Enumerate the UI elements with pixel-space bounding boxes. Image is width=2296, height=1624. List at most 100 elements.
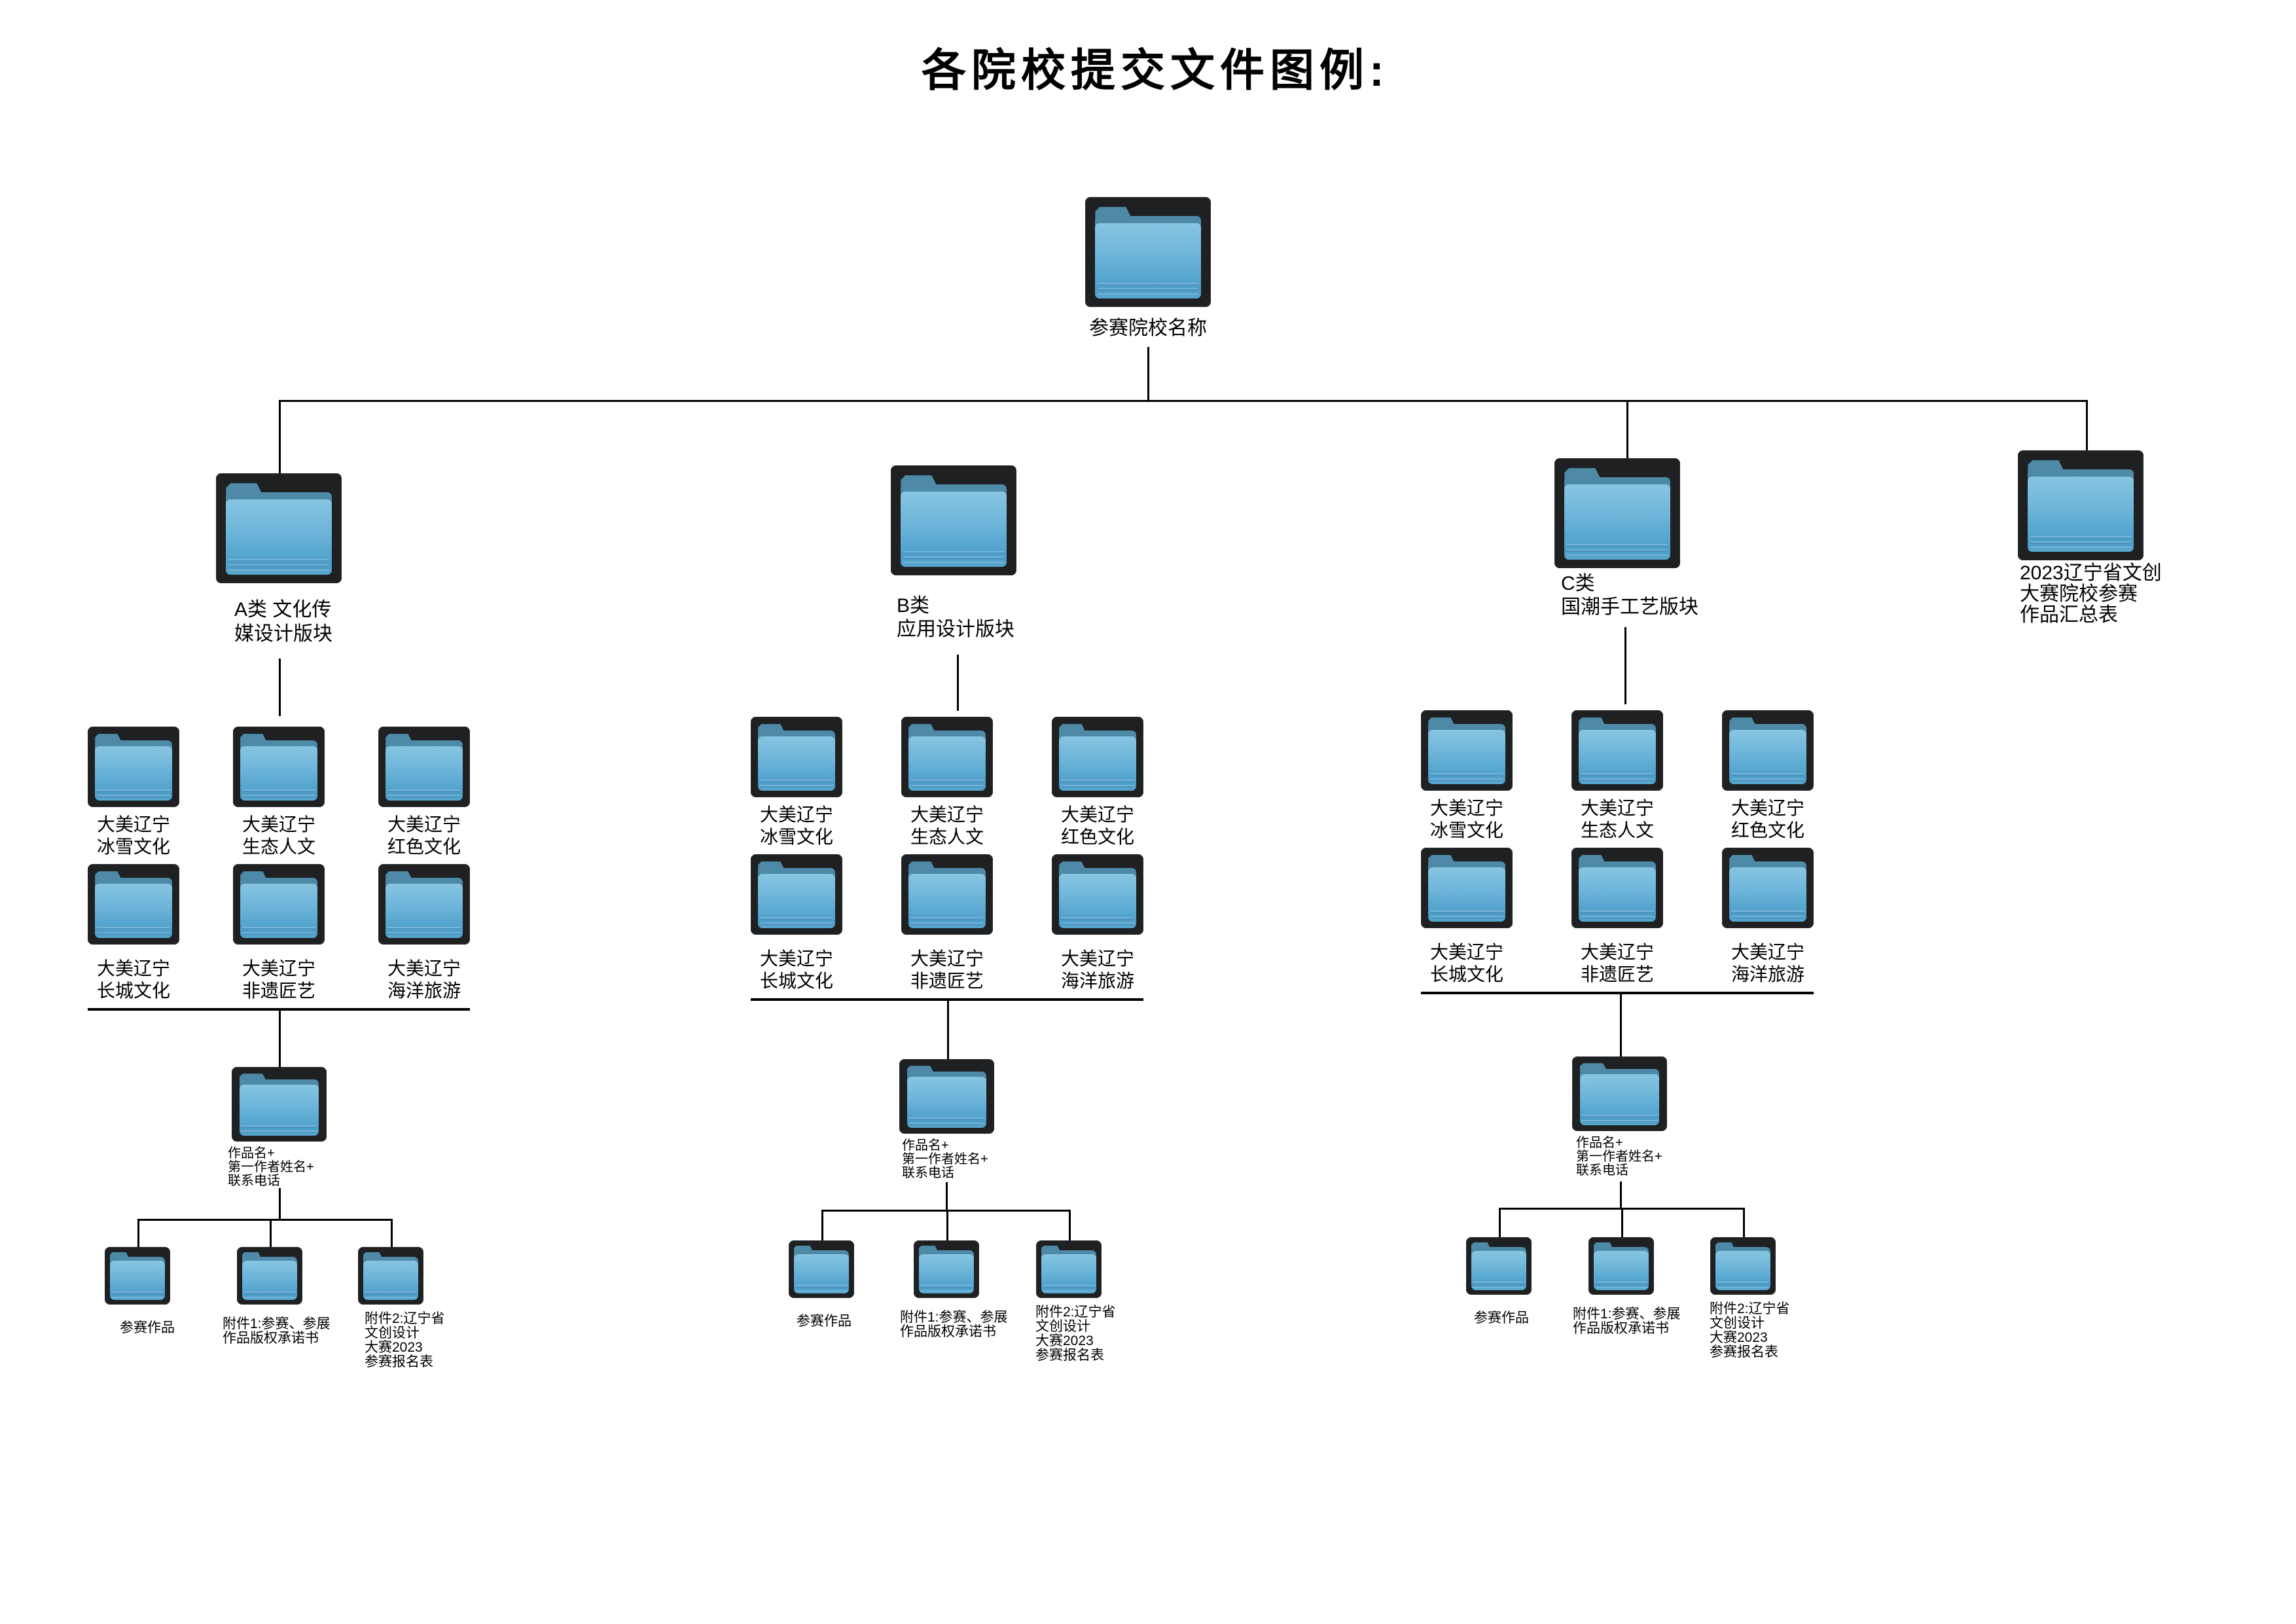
folder-icon-a-attachment1 xyxy=(237,1247,302,1305)
folder-front-shape xyxy=(242,1261,297,1300)
b-entry-label-line: 参赛作品 xyxy=(797,1314,852,1329)
page-title: 各院校提交文件图例: xyxy=(922,46,1390,96)
connector-line xyxy=(279,659,281,716)
b-attachment1-label-line: 附件1:参赛、参展 xyxy=(900,1310,1008,1325)
folder-icon-c-ice xyxy=(1421,710,1513,791)
folder-icon-category-b xyxy=(891,465,1016,575)
b-heritage-label: 大美辽宁非遗匠艺 xyxy=(910,948,984,992)
folder-front-shape xyxy=(901,492,1007,567)
folder-icon-b-entry xyxy=(789,1240,854,1298)
connector-line xyxy=(946,1182,948,1210)
c-ice-label-line: 冰雪文化 xyxy=(1429,820,1504,840)
b-work-label-line: 第一作者姓名+ xyxy=(902,1152,988,1166)
a-ocean-label-line: 海洋旅游 xyxy=(387,981,461,1001)
category-c-label-line: 国潮手工艺版块 xyxy=(1561,596,1698,618)
connector-line xyxy=(391,1219,393,1247)
connector-line xyxy=(137,1219,139,1247)
folder-front-shape xyxy=(919,1254,974,1293)
c-work-label-line: 联系电话 xyxy=(1576,1163,1628,1178)
folder-front-shape xyxy=(1594,1251,1649,1290)
folder-icon-c-greatwall xyxy=(1421,848,1513,928)
folder-icon-a-greatwall xyxy=(88,864,179,945)
c-attachment2-label-line: 文创设计 xyxy=(1710,1316,1765,1331)
b-greatwall-label-line: 大美辽宁 xyxy=(759,948,834,969)
summary-table-label-line: 作品汇总表 xyxy=(2020,604,2118,626)
c-attachment1-label-line: 作品版权承诺书 xyxy=(1573,1321,1669,1336)
category-a-label: A类 文化传媒设计版块 xyxy=(234,598,332,646)
connector-line xyxy=(2086,400,2088,450)
a-attachment2-label-line: 参赛报名表 xyxy=(365,1354,433,1369)
a-attachment1-label: 附件1:参赛、参展作品版权承诺书 xyxy=(223,1317,331,1346)
folder-front-shape xyxy=(758,736,835,791)
folder-front-shape xyxy=(906,1077,987,1128)
c-red-label-line: 红色文化 xyxy=(1731,820,1805,840)
folder-front-shape xyxy=(908,873,986,929)
folder-icon-a-work xyxy=(232,1067,327,1142)
a-entry-label-line: 参赛作品 xyxy=(120,1320,175,1335)
a-eco-label-line: 生态人文 xyxy=(242,837,316,857)
b-red-label-line: 大美辽宁 xyxy=(1060,804,1135,825)
connector-line xyxy=(1421,992,1814,994)
a-ocean-label-line: 大美辽宁 xyxy=(387,958,461,979)
folder-front-shape xyxy=(1579,729,1656,785)
connector-line xyxy=(1147,347,1149,400)
b-attachment2-label-line: 参赛报名表 xyxy=(1035,1348,1104,1363)
b-ocean-label-line: 海洋旅游 xyxy=(1060,971,1135,991)
c-eco-label-line: 生态人文 xyxy=(1580,820,1655,840)
b-attachment1-label: 附件1:参赛、参展作品版权承诺书 xyxy=(900,1310,1008,1339)
folder-front-shape xyxy=(1471,1251,1526,1290)
c-work-label: 作品名+第一作者姓名+联系电话 xyxy=(1576,1136,1662,1178)
a-attachment2-label-line: 大赛2023 xyxy=(365,1340,423,1355)
b-work-label-line: 联系电话 xyxy=(902,1166,954,1180)
connector-line xyxy=(1626,400,1628,458)
folder-front-shape xyxy=(1715,1251,1770,1290)
folder-icon-b-heritage xyxy=(901,854,993,935)
folder-front-shape xyxy=(2028,477,2134,552)
c-eco-label: 大美辽宁生态人文 xyxy=(1581,797,1654,842)
connector-line xyxy=(279,1008,281,1067)
folder-icon-b-ice xyxy=(751,717,842,797)
a-eco-label: 大美辽宁生态人文 xyxy=(242,814,315,858)
summary-table-label: 2023辽宁省文创大赛院校参赛作品汇总表 xyxy=(2020,563,2162,626)
connector-line xyxy=(821,1210,1069,1212)
folder-front-shape xyxy=(1041,1254,1096,1293)
connector-line xyxy=(270,1219,272,1247)
folder-icon-b-work xyxy=(899,1059,994,1134)
folder-front-shape xyxy=(1579,867,1656,922)
b-eco-label-line: 大美辽宁 xyxy=(910,804,984,825)
a-ice-label-line: 大美辽宁 xyxy=(96,814,171,835)
b-greatwall-label-line: 长城文化 xyxy=(759,971,834,991)
b-eco-label: 大美辽宁生态人文 xyxy=(910,804,984,848)
c-ocean-label-line: 海洋旅游 xyxy=(1731,964,1805,984)
connector-line xyxy=(946,1210,948,1240)
folder-icon-a-eco xyxy=(233,727,325,807)
b-eco-label-line: 生态人文 xyxy=(910,827,984,847)
folder-icon-b-attachment2 xyxy=(1036,1240,1102,1298)
b-attachment2-label-line: 附件2:辽宁省 xyxy=(1035,1305,1116,1320)
folder-icon-a-ice xyxy=(88,727,179,807)
a-attachment2-label-line: 文创设计 xyxy=(365,1326,420,1341)
category-b-label-line: B类 xyxy=(897,595,930,617)
b-ocean-label: 大美辽宁海洋旅游 xyxy=(1061,948,1134,992)
b-red-label-line: 红色文化 xyxy=(1060,827,1135,847)
a-attachment1-label-line: 作品版权承诺书 xyxy=(223,1331,319,1346)
c-attachment1-label-line: 附件1:参赛、参展 xyxy=(1573,1307,1681,1322)
a-ocean-label: 大美辽宁海洋旅游 xyxy=(387,958,461,1002)
c-red-label-line: 大美辽宁 xyxy=(1731,798,1805,818)
connector-line xyxy=(947,998,949,1059)
c-entry-label-line: 参赛作品 xyxy=(1474,1310,1529,1326)
a-greatwall-label-line: 大美辽宁 xyxy=(96,958,171,979)
folder-icon-b-attachment1 xyxy=(914,1240,979,1298)
a-attachment1-label-line: 附件1:参赛、参展 xyxy=(223,1316,331,1331)
b-ice-label: 大美辽宁冰雪文化 xyxy=(760,804,833,848)
folder-icon-c-eco xyxy=(1571,710,1663,791)
folder-icon-b-greatwall xyxy=(751,854,842,935)
b-greatwall-label: 大美辽宁长城文化 xyxy=(760,948,833,992)
b-red-label: 大美辽宁红色文化 xyxy=(1061,804,1134,848)
folder-icon-c-attachment2 xyxy=(1710,1237,1776,1295)
folder-icon-b-eco xyxy=(901,717,993,797)
c-attachment2-label-line: 附件2:辽宁省 xyxy=(1710,1301,1790,1316)
folder-front-shape xyxy=(386,746,463,801)
folder-front-shape xyxy=(386,883,463,939)
c-attachment2-label-line: 参赛报名表 xyxy=(1710,1344,1778,1360)
